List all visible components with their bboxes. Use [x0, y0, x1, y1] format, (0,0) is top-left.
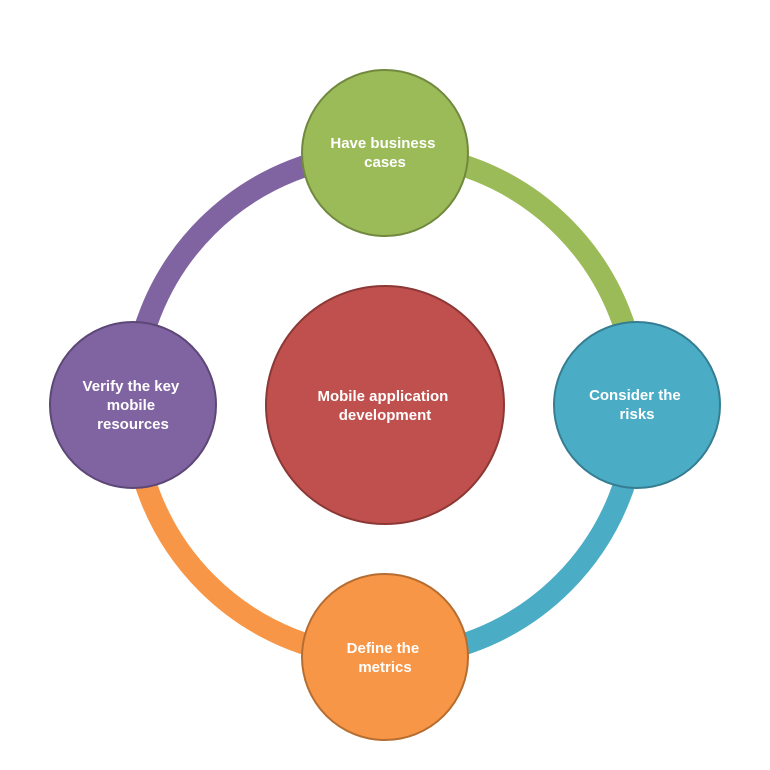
- node-circle: [301, 69, 469, 237]
- node-label: Verify the key mobile resources: [83, 378, 184, 433]
- node-label-line: risks: [619, 406, 654, 423]
- node-circle: [301, 573, 469, 741]
- node-label-line: cases: [364, 154, 406, 171]
- node-label: Consider the risks: [589, 387, 685, 423]
- node-label-line: resources: [97, 416, 169, 433]
- center-label-line: Mobile application: [317, 388, 448, 405]
- node-circle: [553, 321, 721, 489]
- center-circle: [265, 285, 505, 525]
- node-have-business-cases[interactable]: Have business cases: [301, 69, 469, 237]
- node-label: Have business cases: [330, 135, 439, 171]
- node-label-line: Define the: [347, 640, 420, 657]
- center-hub[interactable]: Mobile application development: [265, 285, 505, 525]
- node-verify-the-key-mobile-resources[interactable]: Verify the key mobile resources: [49, 321, 217, 489]
- node-label-line: Consider the: [589, 387, 681, 404]
- node-circle: [49, 321, 217, 489]
- node-consider-the-risks[interactable]: Consider the risks: [553, 321, 721, 489]
- center-label: Mobile application development: [317, 388, 452, 424]
- node-label: Define the metrics: [347, 640, 424, 676]
- node-label-line: mobile: [107, 397, 155, 414]
- node-define-the-metrics[interactable]: Define the metrics: [301, 573, 469, 741]
- node-label-line: Have business: [330, 135, 435, 152]
- center-label-line: development: [339, 407, 432, 424]
- node-label-line: Verify the key: [83, 378, 180, 395]
- node-label-line: metrics: [358, 659, 411, 676]
